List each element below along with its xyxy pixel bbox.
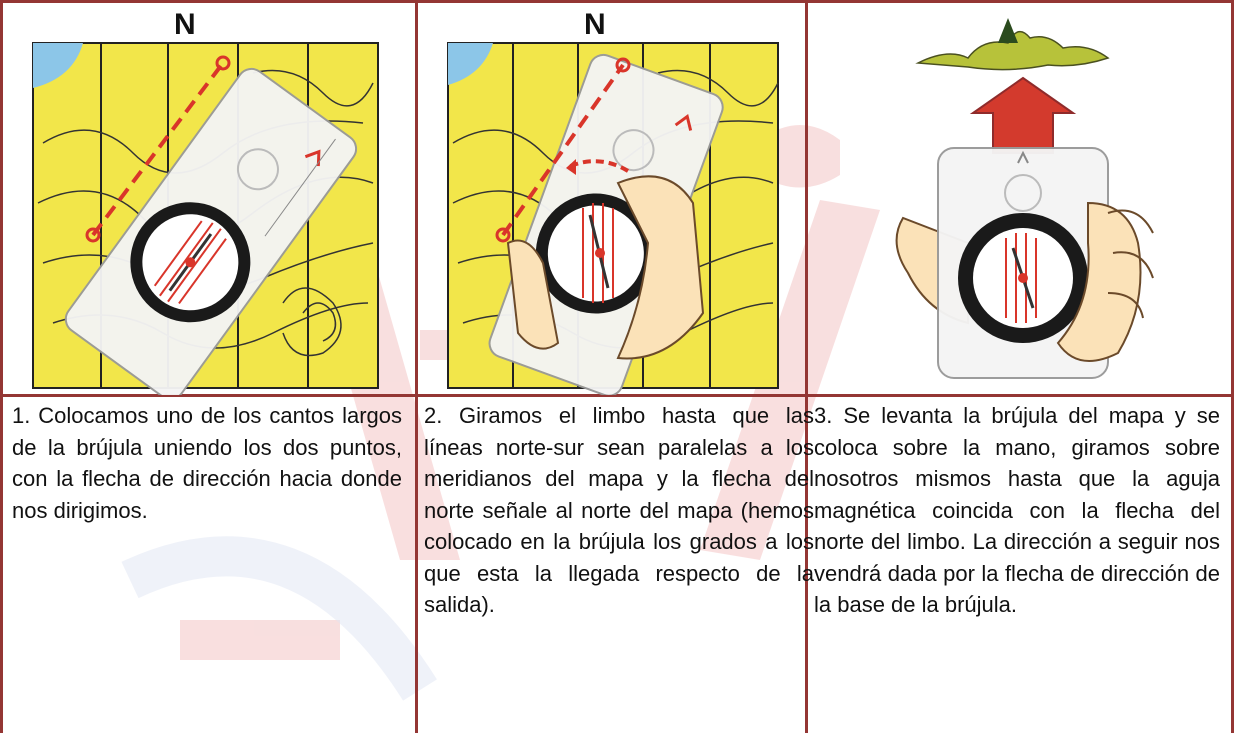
table-border-top [0,0,1234,3]
caption-step-2: 2. Giramos el limbo hasta que las líneas… [424,403,814,617]
compass-hand-illustration [895,18,1154,379]
column-divider-1 [415,0,418,733]
north-label-1: N [174,8,196,41]
north-label-2: N [584,8,606,41]
figure-rotating-bezel: N [418,3,805,395]
caption-step-1: 1. Colocamos uno de los cantos largos de… [12,403,402,523]
row-divider [0,394,1234,397]
table-border-right [1231,0,1234,733]
column-divider-2 [805,0,808,733]
figure-compass-in-hand [808,3,1231,395]
figure-compass-on-map: N [3,3,415,395]
compass-map-illustration-2 [447,42,779,395]
table-border-left [0,0,3,733]
compass-map-illustration-1 [32,42,379,395]
caption-step-3: 3. Se levanta la brújula del mapa y se c… [814,403,1220,617]
